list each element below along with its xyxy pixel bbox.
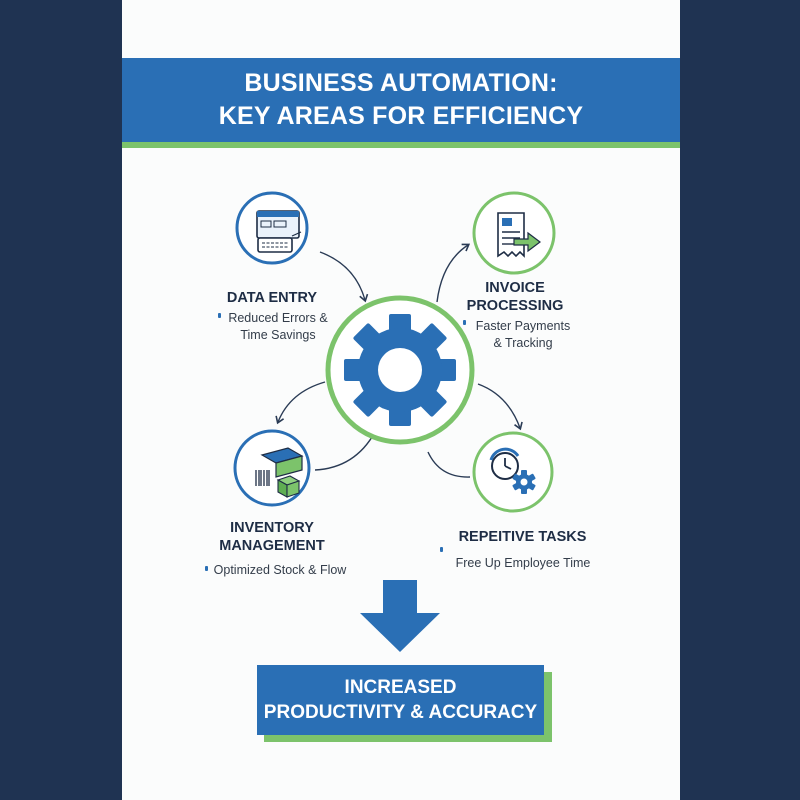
data-entry-label: DATA ENTRY bbox=[226, 290, 318, 306]
arrow-data-entry-to-center bbox=[319, 251, 369, 303]
repetitive-desc: Free Up Employee Time bbox=[455, 556, 591, 570]
data-entry-desc: Reduced Errors & Time Savings bbox=[228, 311, 328, 342]
repetitive-bullet bbox=[440, 547, 443, 552]
inventory-desc: Optimized Stock & Flow bbox=[213, 563, 347, 577]
arrow-center-to-repetitive bbox=[477, 383, 523, 431]
result-box: INCREASED PRODUCTIVITY & ACCURACY bbox=[257, 665, 544, 735]
data-entry-node bbox=[235, 191, 309, 265]
gear-icon bbox=[344, 314, 456, 426]
invoice-bullet bbox=[463, 320, 466, 325]
center-gear-node bbox=[325, 295, 475, 445]
title-line-1: BUSINESS AUTOMATION: bbox=[244, 69, 558, 97]
inventory-label: INVENTORY MANAGEMENT bbox=[219, 520, 325, 554]
result-line-2: PRODUCTIVITY & ACCURACY bbox=[263, 702, 538, 723]
boxes-barcode-icon bbox=[255, 447, 304, 498]
title-banner: BUSINESS AUTOMATION: KEY AREAS FOR EFFIC… bbox=[122, 58, 680, 148]
inventory-node bbox=[233, 429, 311, 507]
invoice-desc: Faster Payments & Tracking bbox=[475, 319, 571, 350]
repetitive-node bbox=[472, 431, 554, 513]
repetitive-label: REPEITIVE TASKS bbox=[458, 529, 587, 545]
invoice-node bbox=[472, 191, 556, 275]
inventory-bullet bbox=[205, 566, 208, 571]
arrow-inventory-link bbox=[314, 431, 376, 471]
invoice-label: INVOICE PROCESSING bbox=[466, 280, 564, 314]
invoice-arrow-icon bbox=[497, 212, 541, 258]
arrow-center-to-invoice bbox=[436, 243, 471, 303]
result-line-1: INCREASED bbox=[344, 677, 457, 698]
arrow-repetitive-link bbox=[427, 451, 471, 478]
arrow-center-to-inventory bbox=[275, 381, 326, 425]
down-arrow-icon bbox=[360, 580, 440, 652]
title-line-2: KEY AREAS FOR EFFICIENCY bbox=[218, 102, 584, 130]
clock-gear-icon bbox=[489, 447, 536, 494]
data-entry-bullet bbox=[218, 313, 221, 318]
keyboard-screen-icon bbox=[256, 210, 302, 253]
